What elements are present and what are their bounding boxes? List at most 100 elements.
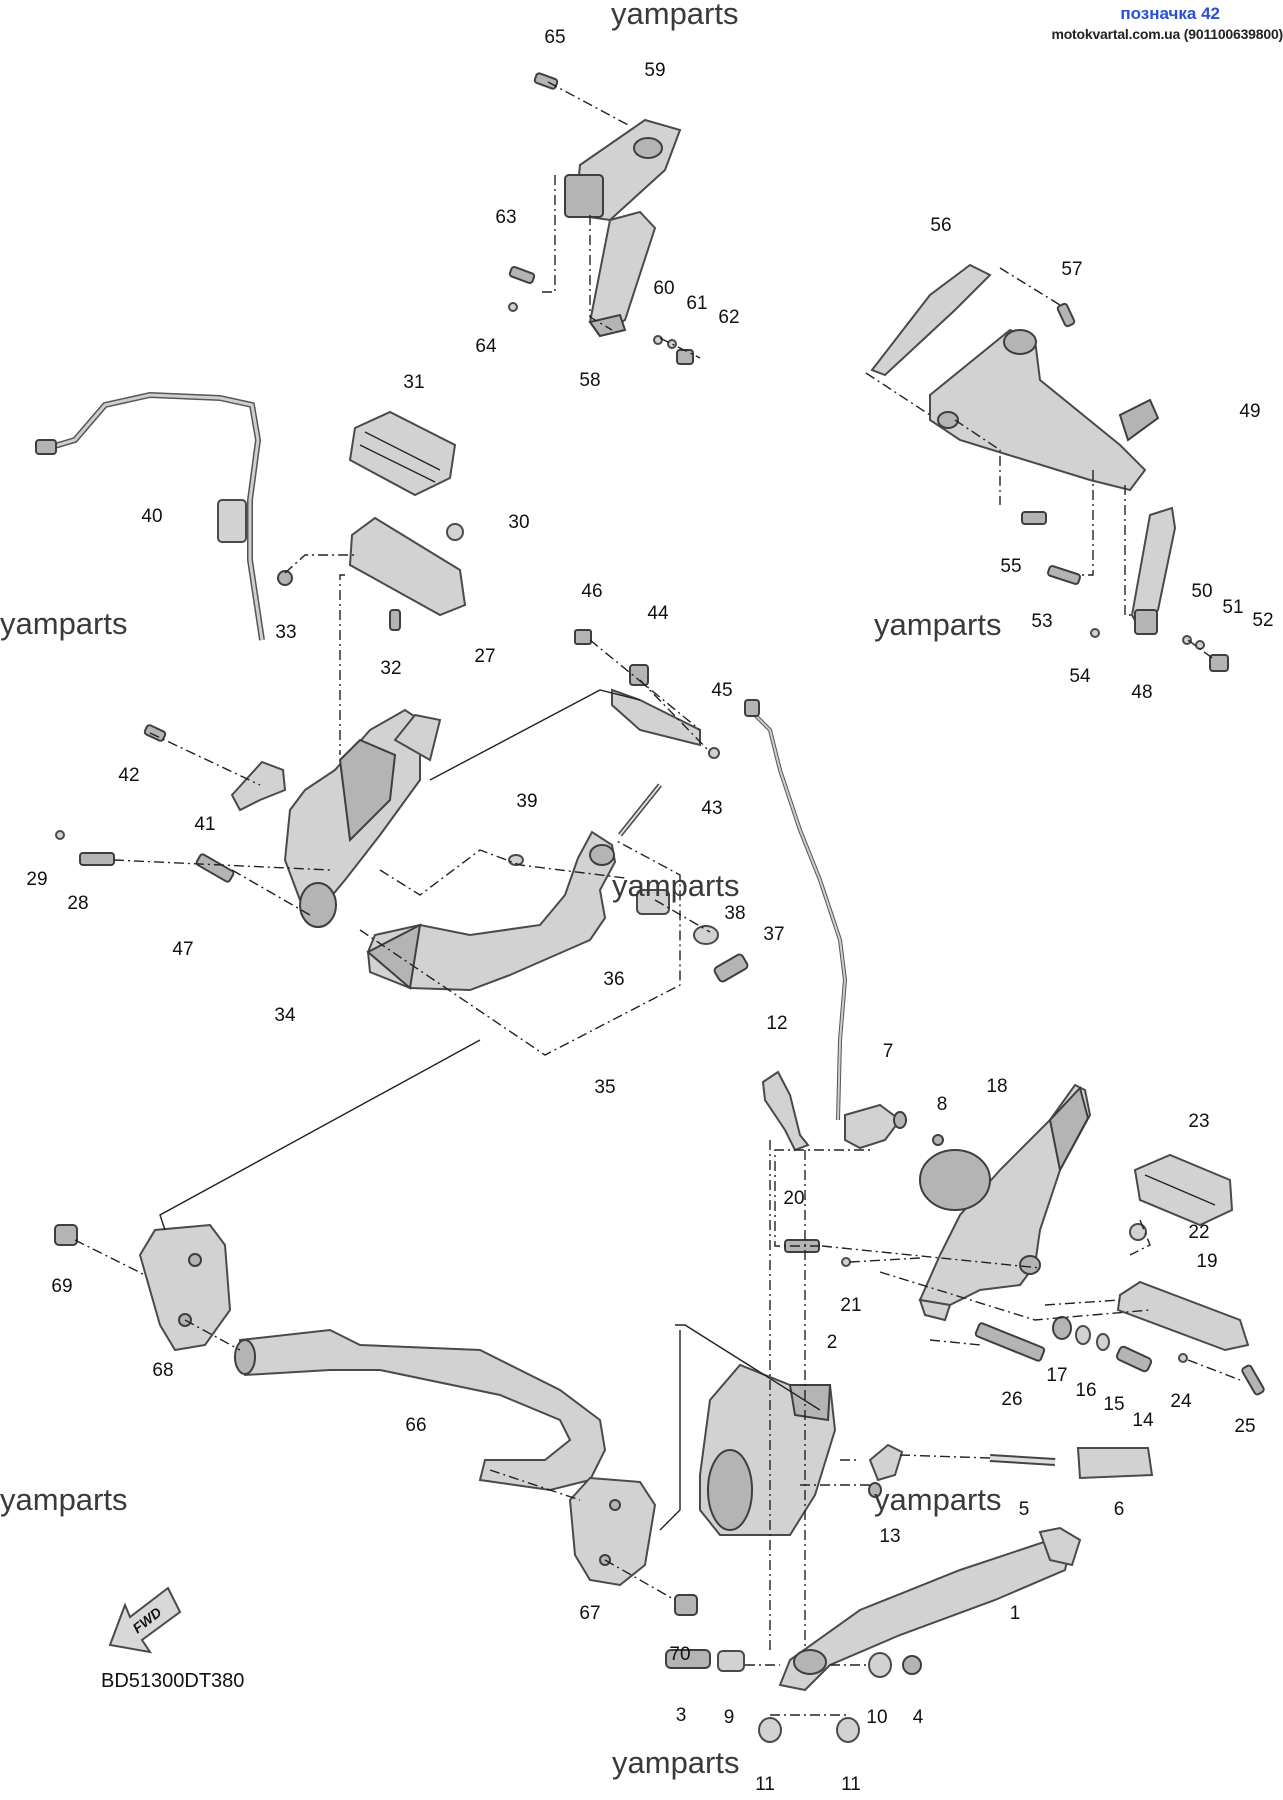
callout-27: 27 bbox=[474, 646, 496, 667]
footpeg-27 bbox=[348, 516, 467, 617]
clip-64 bbox=[508, 302, 518, 312]
callout-50: 50 bbox=[1191, 581, 1213, 602]
spring-5 bbox=[989, 1454, 1056, 1466]
callout-11b: 11 bbox=[841, 1774, 861, 1795]
bolt-70 bbox=[674, 1594, 698, 1616]
callout-48: 48 bbox=[1131, 682, 1153, 703]
header-source: motokvartal.com.ua (901100639800) bbox=[1051, 26, 1283, 42]
brake-cable-40 bbox=[35, 391, 265, 641]
footpeg-rubber-23 bbox=[1133, 1153, 1234, 1227]
rear-bracket-49 bbox=[929, 328, 1160, 492]
bolt-69 bbox=[54, 1224, 78, 1246]
callout-52: 52 bbox=[1252, 610, 1274, 631]
callout-43: 43 bbox=[701, 798, 723, 819]
callout-66: 66 bbox=[405, 1415, 427, 1436]
callout-10: 10 bbox=[866, 1707, 888, 1728]
callout-30: 30 bbox=[508, 512, 530, 533]
plate-68 bbox=[138, 1223, 232, 1352]
callout-55: 55 bbox=[1000, 556, 1022, 577]
callout-29: 29 bbox=[26, 869, 48, 890]
callout-35: 35 bbox=[594, 1077, 616, 1098]
callout-13: 13 bbox=[879, 1526, 901, 1547]
bracket-13 bbox=[868, 1443, 904, 1498]
spring-30 bbox=[446, 523, 464, 541]
washer-60 bbox=[653, 335, 663, 345]
watermark: yamparts bbox=[0, 606, 128, 641]
callout-62: 62 bbox=[718, 307, 740, 328]
callout-25: 25 bbox=[1234, 1416, 1256, 1437]
callout-34: 34 bbox=[274, 1005, 296, 1026]
callout-47: 47 bbox=[172, 939, 194, 960]
callout-45: 45 bbox=[711, 680, 733, 701]
spring-52 bbox=[1209, 654, 1229, 672]
diagram-code: BD51300DT380 bbox=[101, 1670, 245, 1692]
callout-60: 60 bbox=[653, 278, 675, 299]
bracket-34 bbox=[283, 708, 442, 928]
callout-16: 16 bbox=[1075, 1380, 1097, 1401]
callout-57: 57 bbox=[1061, 259, 1083, 280]
watermark: yamparts bbox=[874, 607, 1002, 642]
callout-19: 19 bbox=[1196, 1251, 1218, 1272]
callout-44: 44 bbox=[647, 603, 669, 624]
callout-67: 67 bbox=[579, 1603, 601, 1624]
plate-67 bbox=[568, 1476, 657, 1587]
callout-69: 69 bbox=[51, 1276, 73, 1297]
nut-8 bbox=[932, 1134, 944, 1146]
callout-1: 1 bbox=[1009, 1603, 1021, 1624]
callout-40: 40 bbox=[141, 506, 163, 527]
callout-7: 7 bbox=[882, 1041, 894, 1062]
washer-10 bbox=[868, 1652, 892, 1678]
clip-54 bbox=[1090, 628, 1100, 638]
bracket-46 bbox=[574, 629, 701, 747]
callout-70: 70 bbox=[669, 1644, 691, 1665]
callout-8: 8 bbox=[936, 1094, 948, 1115]
callout-24: 24 bbox=[1170, 1391, 1192, 1412]
clip-24 bbox=[1178, 1353, 1188, 1363]
switch-44 bbox=[629, 664, 649, 686]
callout-20: 20 bbox=[783, 1188, 805, 1209]
passenger-footpeg-58 bbox=[588, 210, 657, 338]
washer-15 bbox=[1096, 1333, 1110, 1351]
callout-32: 32 bbox=[380, 658, 402, 679]
callout-46: 46 bbox=[581, 581, 603, 602]
callout-37: 37 bbox=[763, 924, 785, 945]
washer-39 bbox=[508, 854, 524, 866]
callout-61: 61 bbox=[686, 293, 708, 314]
bolt-47 bbox=[195, 853, 235, 883]
cable-45 bbox=[744, 699, 848, 1121]
callout-17: 17 bbox=[1046, 1365, 1068, 1386]
washer-50 bbox=[1182, 635, 1192, 645]
callout-36: 36 bbox=[603, 969, 625, 990]
callout-5: 5 bbox=[1018, 1499, 1030, 1520]
pin-14 bbox=[1115, 1345, 1153, 1373]
washer-38 bbox=[693, 925, 719, 945]
bolt-55 bbox=[1021, 511, 1047, 525]
header-tag: позначка 42 bbox=[1120, 4, 1220, 23]
callout-3: 3 bbox=[675, 1705, 687, 1726]
brake-pedal-35 bbox=[366, 830, 617, 992]
footrest-bracket-18 bbox=[918, 1083, 1092, 1322]
callout-11: 11 bbox=[755, 1774, 775, 1795]
bolt-26 bbox=[974, 1322, 1046, 1362]
washer-16 bbox=[1075, 1325, 1091, 1345]
bolt-57 bbox=[1056, 302, 1076, 328]
callout-51: 51 bbox=[1222, 597, 1244, 618]
bush-36 bbox=[636, 889, 670, 915]
bolt-53 bbox=[1047, 565, 1081, 585]
nut-45 bbox=[708, 747, 720, 759]
callout-14: 14 bbox=[1132, 1410, 1154, 1431]
stay-12 bbox=[761, 1070, 810, 1152]
callout-9: 9 bbox=[723, 1707, 735, 1728]
spring-43 bbox=[618, 783, 662, 837]
callout-21: 21 bbox=[840, 1295, 862, 1316]
callout-53: 53 bbox=[1031, 611, 1053, 632]
clip-11a bbox=[758, 1717, 782, 1743]
callout-63: 63 bbox=[495, 207, 517, 228]
brake-lever-1 bbox=[778, 1526, 1082, 1692]
heel-guard-56 bbox=[870, 263, 992, 377]
footpeg-rubber-31 bbox=[348, 410, 457, 497]
callout-31: 31 bbox=[403, 372, 425, 393]
callout-15: 15 bbox=[1103, 1394, 1125, 1415]
